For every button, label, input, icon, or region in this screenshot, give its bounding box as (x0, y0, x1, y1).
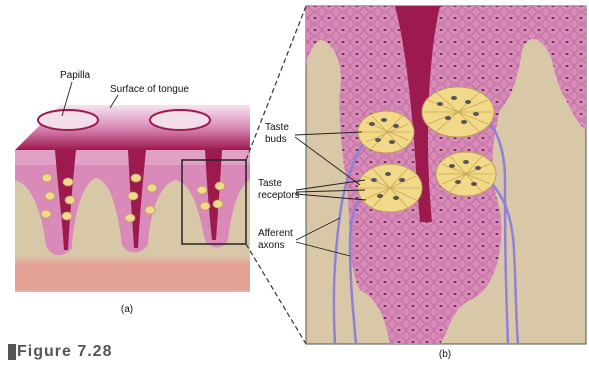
taste-bud-lower-left (358, 164, 422, 212)
magnify-lines (246, 6, 306, 344)
label-taste-buds-line1: Taste (265, 122, 289, 133)
caption-text: Figure 7.28 (17, 343, 112, 361)
figure-caption: Figure 7.28 (8, 342, 112, 362)
caption-marker (8, 344, 16, 360)
papilla-right (150, 110, 210, 130)
label-taste-receptors-line2: receptors (258, 190, 300, 201)
label-afferent-axons-line1: Afferent (258, 228, 293, 239)
label-papilla: Papilla (60, 70, 90, 81)
panel-b-magnified (306, 6, 586, 344)
papilla-left (38, 110, 98, 130)
taste-bud-upper-left (358, 111, 414, 153)
taste-bud-upper-right (422, 87, 494, 137)
panel-a-block (15, 105, 250, 292)
label-panel-b: (b) (430, 349, 460, 360)
label-taste-receptors-line1: Taste (258, 178, 282, 189)
label-afferent-axons-line2: axons (258, 240, 285, 251)
label-surface-of-tongue: Surface of tongue (110, 84, 189, 95)
taste-bud-lower-right (436, 152, 496, 196)
label-taste-buds-line2: buds (265, 134, 287, 145)
label-panel-a: (a) (112, 304, 142, 315)
